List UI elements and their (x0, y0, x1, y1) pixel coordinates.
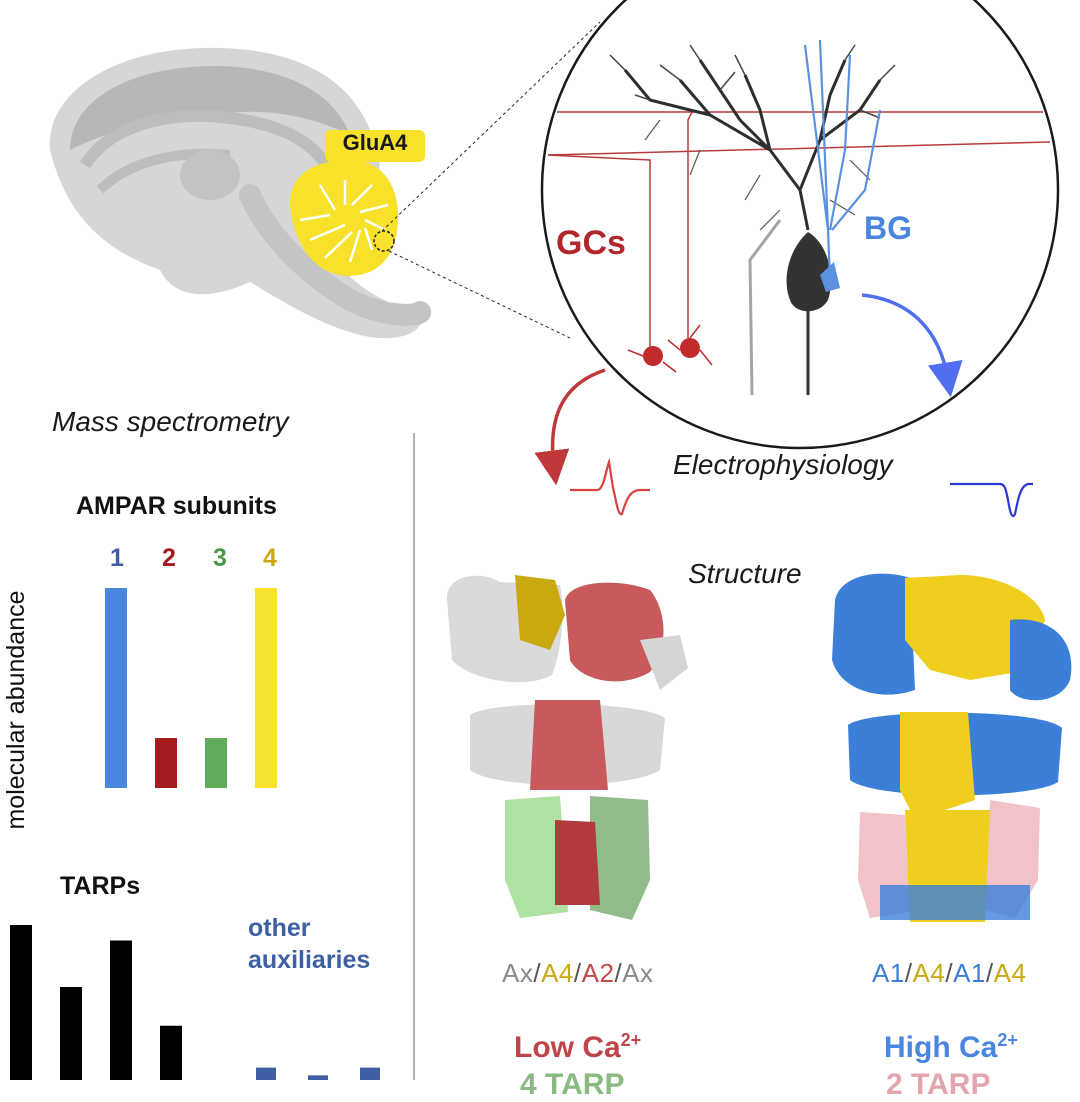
y-axis-label: molecular abundance (2, 590, 30, 830)
low-ca-text: Low Ca (514, 1031, 621, 1064)
tarp-bar-1 (10, 925, 32, 1080)
mass-spectrometry-title: Mass spectrometry (52, 406, 289, 437)
auxiliaries-bar-chart (256, 1067, 380, 1080)
high-part-2: A4 (912, 958, 946, 988)
high-part-4: A4 (993, 958, 1027, 988)
granule-cell-1 (643, 346, 663, 366)
brainstem-shape (239, 184, 431, 326)
high-part-3: A1 (953, 958, 986, 988)
auxiliaries-title-line1: other (248, 914, 311, 942)
zoom-region-circle (373, 230, 395, 252)
low-tarp-label: 4 TARP (520, 1068, 625, 1101)
ampar-bar-chart (105, 588, 277, 788)
low-part-2: A4 (541, 958, 574, 988)
glua4-label: GluA4 (342, 130, 408, 155)
tarps-chart-title: TARPs (60, 872, 141, 900)
low-part-3: A2 (581, 958, 615, 988)
brain-illustration (49, 21, 601, 339)
subunit-label-2: 2 (162, 544, 176, 572)
ampar-bar-1 (105, 588, 127, 788)
high-ca-text: High Ca (884, 1031, 998, 1064)
subunit-label-4: 4 (263, 544, 277, 572)
cerebellar-circuit-zoom (540, 0, 1060, 450)
low-ca-sup: 2+ (620, 1030, 642, 1050)
aux-bar-2 (308, 1075, 328, 1080)
tarp-bar-2 (60, 987, 82, 1080)
aux-bar-3 (360, 1067, 380, 1080)
tarp-bar-3 (110, 940, 132, 1080)
ampar-chart-title: AMPAR subunits (76, 492, 277, 520)
ampar-bar-2 (155, 738, 177, 788)
low-part-4: Ax (622, 958, 654, 988)
high-ca-label: High Ca2+ (884, 1030, 1018, 1065)
bg-arrow (861, 293, 963, 398)
gc-current-trace (570, 457, 650, 516)
low-ca-label: Low Ca2+ (514, 1030, 641, 1065)
glua4-label-bg (325, 130, 425, 162)
low-ca-composition: Ax/A4/A2/Ax (502, 958, 654, 988)
tarps-bar-chart (10, 925, 182, 1080)
bg-current-trace (950, 482, 1033, 518)
gc-arrow (534, 368, 606, 486)
gc-label: GCs (556, 224, 626, 262)
auxiliaries-title-line2: auxiliaries (248, 946, 371, 974)
ampar-bar-4 (255, 588, 277, 788)
structure-title: Structure (688, 558, 802, 589)
low-part-1: Ax (502, 958, 534, 988)
thalamus-shape (180, 150, 240, 200)
bg-label: BG (864, 210, 912, 246)
aux-bar-1 (256, 1067, 276, 1080)
high-ca-structure (832, 573, 1072, 922)
high-ca-composition: A1/A4/A1/A4 (872, 958, 1027, 988)
subunit-label-1: 1 (110, 544, 124, 572)
electrophysiology-title: Electrophysiology (673, 449, 893, 480)
low-ca-structure (446, 575, 688, 920)
subunit-label-3: 3 (213, 544, 227, 572)
auxiliaries-chart-title: other auxiliaries (248, 912, 370, 976)
ampar-bar-3 (205, 738, 227, 788)
granule-cell-2 (680, 338, 700, 358)
tarp-bar-4 (160, 1025, 182, 1080)
high-ca-sup: 2+ (997, 1030, 1018, 1050)
purkinje-soma (786, 232, 831, 312)
high-tarp-label: 2 TARP (886, 1068, 991, 1101)
bergmann-glia-soma (820, 262, 840, 292)
high-part-1: A1 (872, 958, 905, 988)
